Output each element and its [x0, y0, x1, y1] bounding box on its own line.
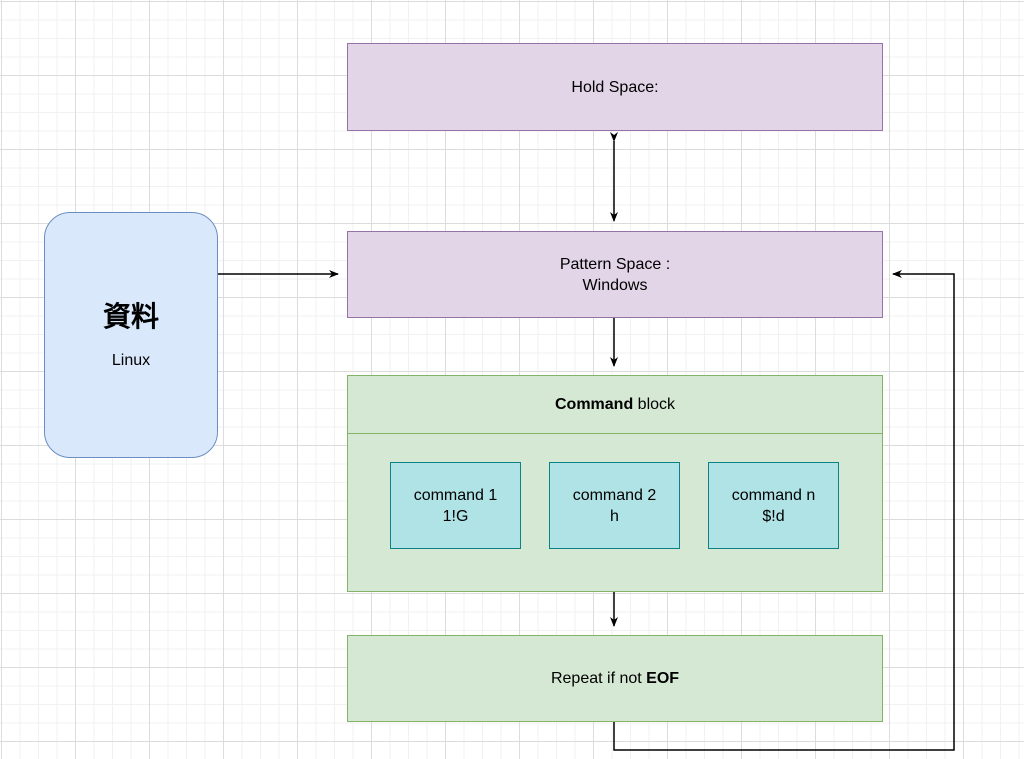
- command-block-title-bold: Command: [554, 396, 634, 413]
- command-1-box[interactable]: command 1 1!G: [390, 462, 521, 549]
- data-source-title: 資料: [102, 300, 159, 332]
- command-n-code: $!d: [762, 507, 785, 525]
- data-source-box[interactable]: 資料 Linux: [44, 212, 218, 458]
- hold-space-box[interactable]: Hold Space:: [347, 43, 883, 131]
- pattern-space-label: Pattern Space :: [559, 255, 671, 273]
- repeat-eof: EOF: [646, 670, 680, 687]
- loop-back-connector: [613, 270, 955, 751]
- command-2-box[interactable]: command 2 h: [549, 462, 680, 549]
- data-source-subtitle: Linux: [111, 351, 151, 369]
- command-2-name: command 2: [572, 486, 657, 504]
- repeat-box[interactable]: Repeat if not EOF: [347, 635, 883, 722]
- command-1-name: command 1: [413, 486, 498, 504]
- command-1-code: 1!G: [442, 507, 469, 525]
- command-n-name: command n: [731, 486, 816, 504]
- command-block-header: Command block: [348, 376, 882, 434]
- command-block-title-rest: block: [633, 396, 676, 413]
- command-n-box[interactable]: command n $!d: [708, 462, 839, 549]
- pattern-space-box[interactable]: Pattern Space : Windows: [347, 231, 883, 318]
- hold-space-label: Hold Space:: [571, 78, 659, 96]
- repeat-text: Repeat if not: [550, 670, 647, 687]
- command-2-code: h: [610, 507, 619, 525]
- pattern-space-value: Windows: [582, 276, 648, 294]
